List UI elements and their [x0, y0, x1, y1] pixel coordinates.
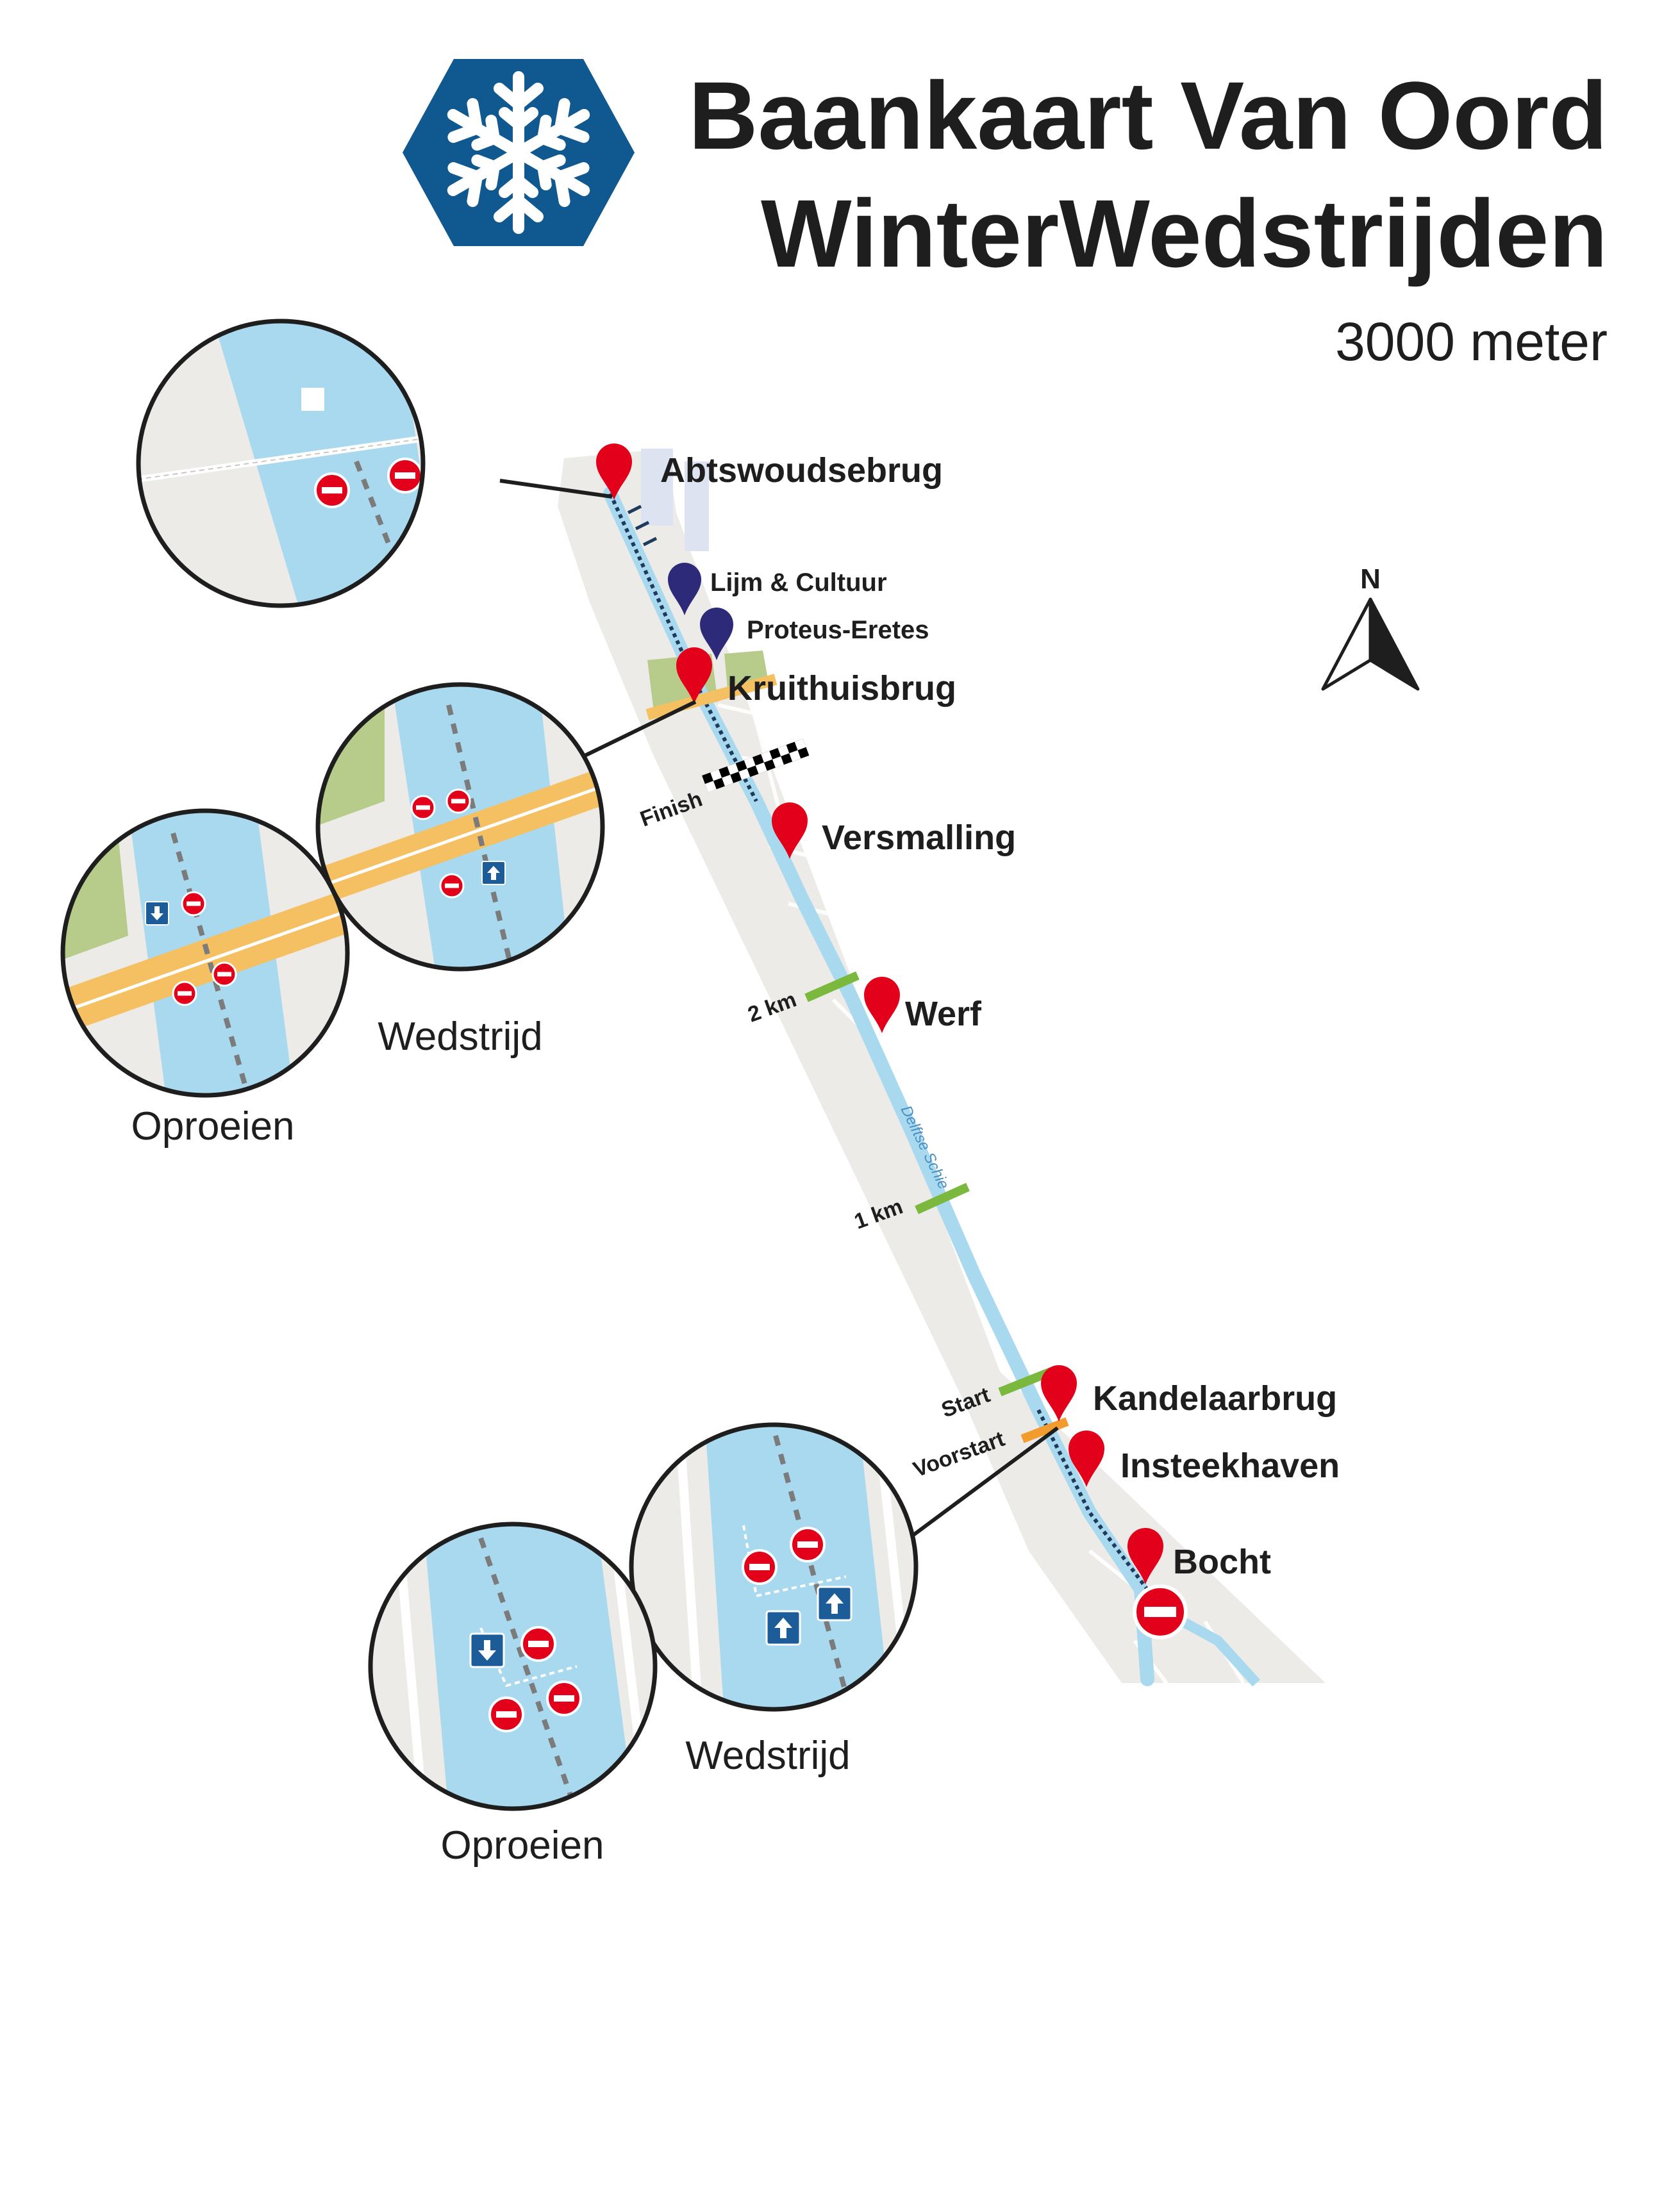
arrow-sign-icon	[817, 1586, 852, 1622]
arrow-sign-icon	[469, 1632, 505, 1668]
label-kandelaarbrug: Kandelaarbrug	[1093, 1379, 1337, 1418]
no-entry-icon	[410, 795, 436, 820]
no-entry-icon	[742, 1549, 778, 1585]
km2-marker	[804, 971, 860, 1002]
finish-line	[702, 738, 810, 793]
label-versmalling: Versmalling	[822, 818, 1016, 857]
no-entry-icon	[445, 788, 471, 814]
label-kruithuisbrug: Kruithuisbrug	[728, 669, 956, 708]
connector-kandelaarbrug	[912, 1426, 1059, 1537]
km1-marker	[915, 1182, 970, 1215]
label-werf: Werf	[905, 995, 982, 1033]
label-insteekhaven: Insteekhaven	[1120, 1447, 1340, 1485]
inset-kandelaar-oproeien	[368, 1522, 658, 1811]
inset-kandelaar-wedstrijd	[629, 1422, 919, 1712]
no-entry-icon-bocht	[1133, 1584, 1188, 1639]
inset-abtswoudsebrug	[136, 319, 426, 608]
no-entry-icon	[212, 961, 237, 987]
arrow-sign-icon	[145, 901, 169, 925]
connector-abtswoudsebrug	[499, 479, 613, 499]
arrow-sign-icon	[765, 1610, 801, 1646]
inset-kruithuis-wedstrijd	[315, 682, 605, 972]
no-entry-icon	[488, 1696, 524, 1732]
no-entry-icon	[314, 472, 350, 508]
no-entry-icon	[172, 981, 197, 1006]
snowflake-icon	[447, 71, 590, 234]
no-entry-icon	[790, 1527, 826, 1563]
distance-subtitle: 3000 meter	[1335, 311, 1608, 372]
label-bocht: Bocht	[1173, 1543, 1271, 1581]
caption-kruithuis-wedstrijd: Wedstrijd	[378, 1015, 542, 1059]
inset-kruithuis-oproeien	[60, 808, 350, 1098]
no-entry-icon	[546, 1680, 582, 1716]
caption-kandelaar-wedstrijd: Wedstrijd	[685, 1734, 850, 1778]
north-label: N	[1360, 563, 1381, 595]
page-title-line2: WinterWedstrijden	[761, 179, 1608, 287]
logo	[403, 59, 635, 246]
label-lijm: Lijm & Cultuur	[710, 568, 887, 597]
arrow-sign-icon	[481, 861, 506, 885]
no-entry-icon	[520, 1626, 556, 1662]
caption-kandelaar-oproeien: Oproeien	[440, 1823, 604, 1868]
caption-kruithuis-oproeien: Oproeien	[131, 1104, 294, 1149]
no-entry-icon	[181, 891, 206, 917]
start-marker	[998, 1367, 1053, 1397]
compass-icon	[1321, 597, 1372, 691]
label-proteus: Proteus-Eretes	[747, 616, 929, 644]
page-title: Baankaart Van Oord	[688, 62, 1608, 169]
voorstart-marker	[1020, 1417, 1069, 1443]
no-entry-icon	[439, 873, 465, 899]
connector-kruithuisbrug	[576, 700, 697, 761]
north-arrow: N	[1321, 563, 1420, 691]
no-entry-icon	[387, 458, 423, 494]
label-abtswoudsebrug: Abtswoudsebrug	[660, 451, 943, 490]
